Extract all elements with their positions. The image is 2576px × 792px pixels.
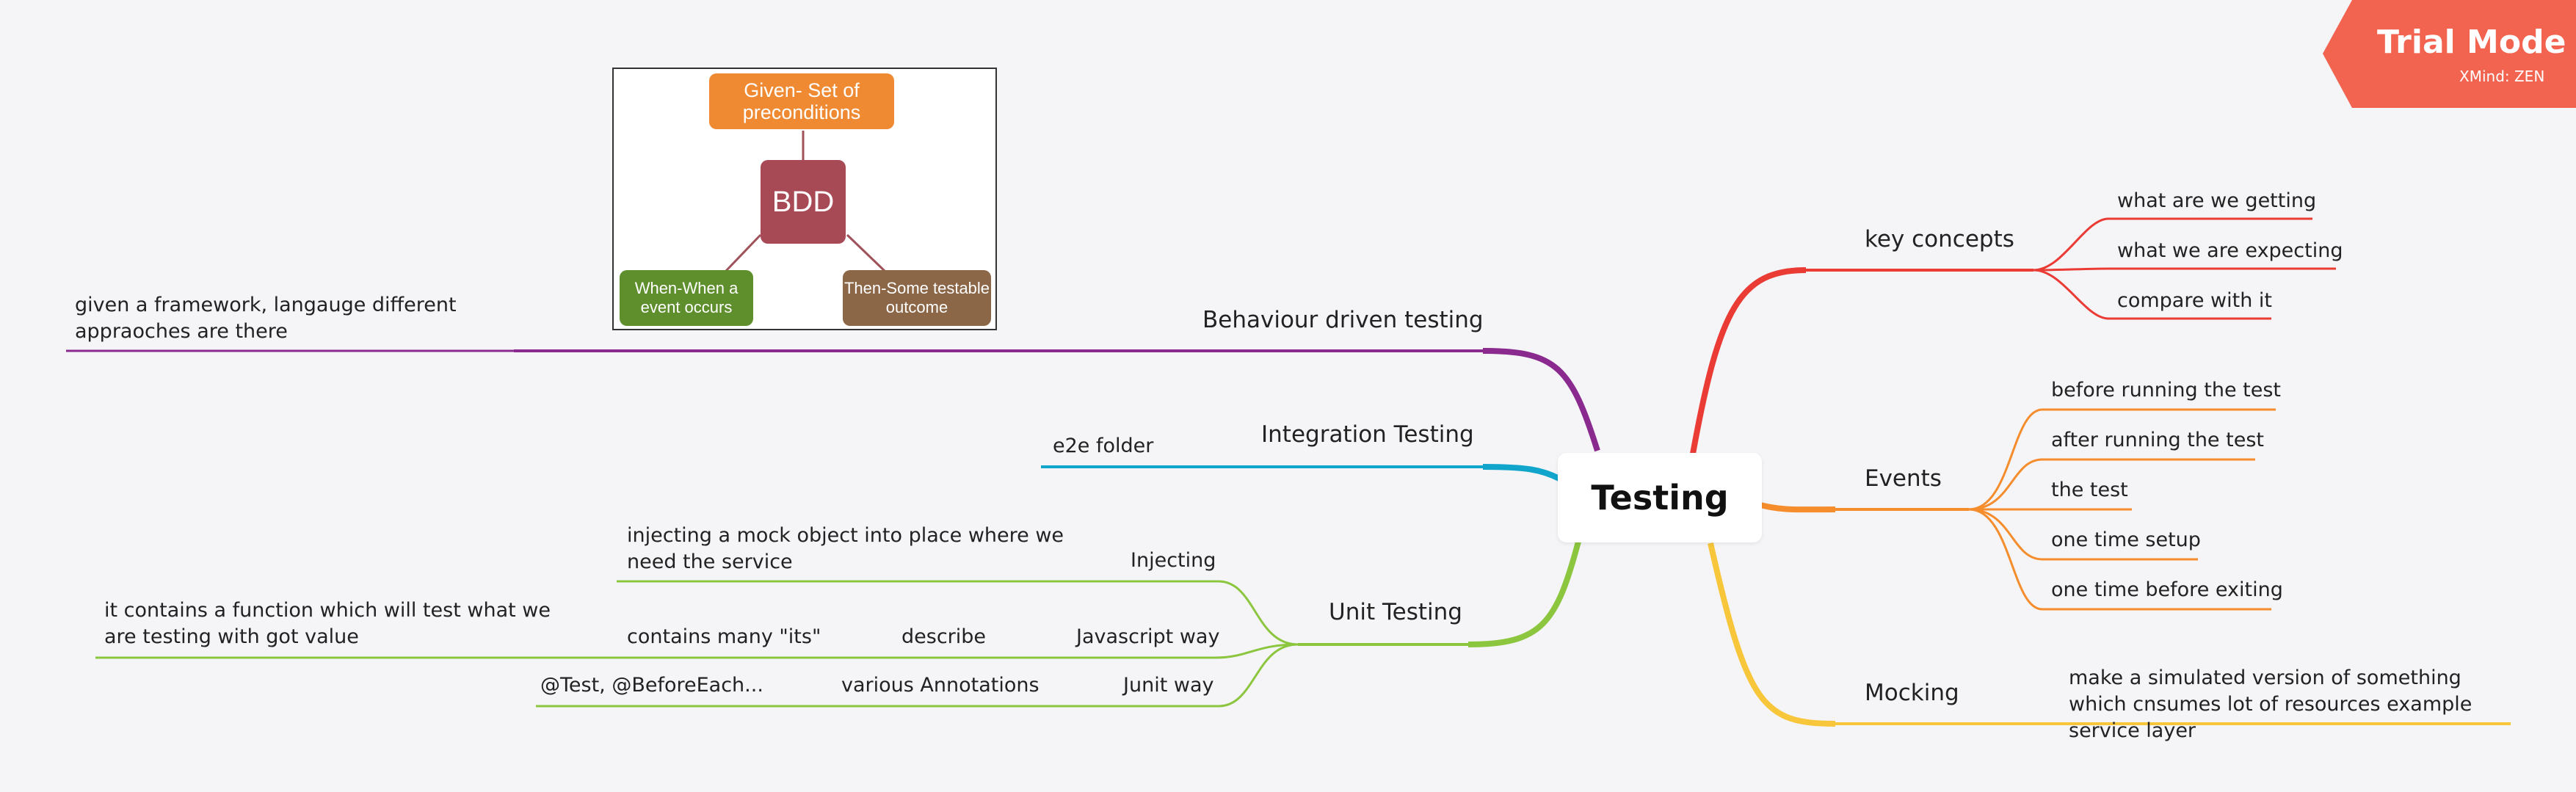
integration-main-curve: [1482, 464, 1561, 482]
trial-mode-subtitle: XMind: ZEN: [2459, 68, 2545, 85]
event-item[interactable]: one time setup: [2051, 528, 2201, 551]
key-concepts-branch-lines: [1690, 217, 2336, 454]
event-item[interactable]: the test: [2051, 479, 2128, 501]
event-item[interactable]: one time before exiting: [2051, 578, 2283, 601]
unit-junit[interactable]: Junit way: [1123, 674, 1214, 697]
mocking-topic[interactable]: Mocking: [1865, 680, 1959, 706]
unit-to-javascript: [1069, 643, 1299, 659]
integration-topic[interactable]: Integration Testing: [1261, 421, 1474, 448]
root-topic-label: Testing: [1591, 478, 1729, 517]
bdd-given-box: Given- Set of preconditions: [709, 73, 894, 129]
event-item[interactable]: before running the test: [2051, 379, 2281, 402]
bdd-note[interactable]: given a framework, langauge different ap…: [75, 294, 457, 343]
bdd-when-text: When-When a event occurs: [634, 279, 739, 316]
key-concept-item[interactable]: what we are expecting: [2117, 239, 2343, 262]
events-to-child-5: [1968, 508, 2271, 611]
bdd-diagram-image: Given- Set of preconditions BDD When-Whe…: [612, 68, 997, 330]
integration-child-e2e[interactable]: e2e folder: [1053, 435, 1154, 457]
unit-branch-lines: [95, 540, 1581, 708]
unit-javascript-it-note[interactable]: it contains a function which will test w…: [104, 599, 551, 648]
unit-injecting[interactable]: Injecting: [1131, 549, 1216, 572]
unit-javascript-its[interactable]: contains many "its": [627, 625, 821, 648]
bdd-center-box: BDD: [761, 160, 846, 244]
unit-to-junit: [1116, 643, 1299, 708]
unit-main-curve: [1467, 540, 1581, 647]
key-concepts-topic[interactable]: key concepts: [1865, 226, 2014, 253]
key-concepts-to-child-1: [2033, 217, 2312, 272]
trial-mode-title: Trial Mode: [2377, 23, 2566, 61]
bdd-main-curve: [1482, 348, 1600, 452]
integration-branch-lines: [1041, 464, 1561, 482]
mocking-main-curve: [1708, 542, 1836, 727]
bdd-topic[interactable]: Behaviour driven testing: [1202, 307, 1484, 333]
bdd-when-box: When-When a event occurs: [620, 270, 753, 326]
key-concepts-to-child-2: [2033, 267, 2336, 272]
mocking-branch-lines: [1708, 542, 2511, 727]
unit-to-injecting: [1117, 580, 1299, 646]
events-to-child-1: [1968, 408, 2276, 511]
unit-topic[interactable]: Unit Testing: [1329, 599, 1462, 625]
unit-javascript-describe[interactable]: describe: [901, 625, 987, 648]
events-to-child-4: [1968, 508, 2198, 561]
bdd-center-text: BDD: [772, 185, 835, 218]
events-main-curve: [1760, 502, 1836, 513]
key-concept-item[interactable]: what are we getting: [2117, 189, 2317, 212]
bdd-given-text: Given- Set of preconditions: [742, 79, 861, 123]
events-branch-lines: [1760, 408, 2276, 611]
key-concept-item[interactable]: compare with it: [2117, 289, 2273, 312]
root-topic[interactable]: Testing: [1558, 453, 1762, 542]
unit-junit-test-tags[interactable]: @Test, @BeforeEach...: [540, 674, 763, 697]
events-to-child-2: [1968, 458, 2255, 511]
bdd-then-box: Then-Some testable outcome: [843, 270, 991, 326]
trial-mode-ribbon: [2323, 0, 2576, 108]
unit-injecting-child[interactable]: injecting a mock object into place where…: [627, 524, 1064, 573]
unit-junit-annotations[interactable]: various Annotations: [841, 674, 1040, 697]
bdd-branch-lines: [66, 348, 1600, 452]
events-topic[interactable]: Events: [1865, 465, 1942, 492]
bdd-then-text: Then-Some testable outcome: [843, 279, 990, 316]
key-concepts-main-curve: [1690, 267, 1807, 454]
event-item[interactable]: after running the test: [2051, 429, 2264, 451]
key-concepts-to-child-3: [2033, 269, 2271, 320]
unit-javascript[interactable]: Javascript way: [1076, 625, 1220, 648]
bdd-image-connectors: [724, 131, 887, 273]
mocking-child[interactable]: make a simulated version of something wh…: [2069, 666, 2472, 742]
